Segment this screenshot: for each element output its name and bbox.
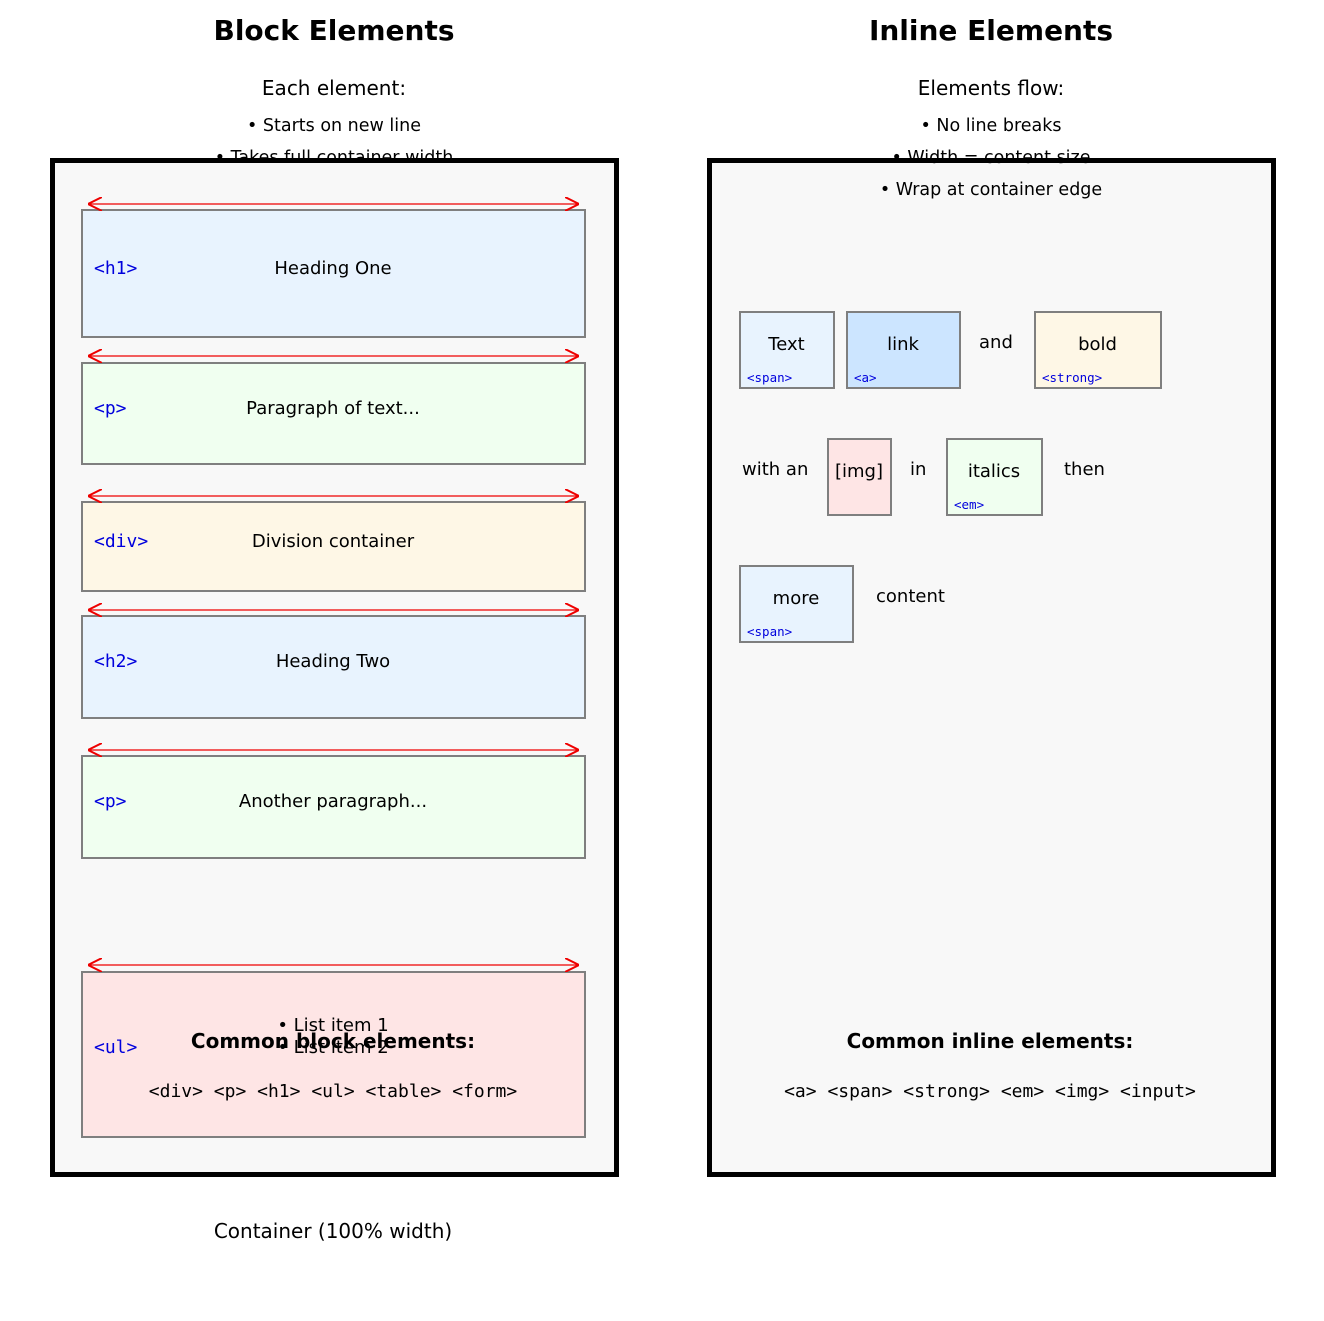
block-panel-title: Block Elements: [213, 14, 455, 47]
inline-plain-text: content: [876, 586, 945, 607]
inline-link: link <a>: [846, 311, 961, 389]
inline-span-text: Text <span>: [739, 311, 835, 389]
inline-span-more: more <span>: [739, 565, 854, 643]
block-bullet-1: • Starts on new line: [247, 116, 421, 136]
inline-plain-text: in: [910, 459, 927, 480]
block-text: Heading One: [274, 258, 392, 279]
inline-bullet-1: • No line breaks: [920, 116, 1062, 136]
block-div: <div> Division container: [81, 501, 586, 592]
block-p-2: <p> Another paragraph...: [81, 755, 586, 859]
inline-tag: <span>: [747, 370, 793, 385]
inline-text: [img]: [834, 461, 883, 482]
block-h1: <h1> Heading One: [81, 209, 586, 338]
inline-bullet-3: • Wrap at container edge: [879, 180, 1103, 200]
inline-bullet-2: • Width = content size: [891, 148, 1091, 168]
common-inline-heading: Common inline elements:: [846, 1029, 1134, 1053]
block-tag: <h1>: [94, 258, 138, 279]
inline-text: link: [887, 334, 919, 355]
inline-tag: <em>: [954, 497, 985, 512]
block-h2: <h2> Heading Two: [81, 615, 586, 719]
block-tag: <h2>: [94, 651, 138, 672]
container-caption: Container (100% width): [213, 1219, 453, 1243]
inline-em: italics <em>: [946, 438, 1043, 516]
block-tag: <p>: [94, 791, 127, 812]
block-p: <p> Paragraph of text...: [81, 362, 586, 465]
list-item: • List item 1: [277, 1015, 389, 1036]
list-item: • List item 2: [277, 1037, 389, 1058]
inline-text: bold: [1078, 334, 1117, 355]
inline-strong: bold <strong>: [1034, 311, 1162, 389]
inline-panel-title: Inline Elements: [868, 14, 1114, 47]
inline-plain-text: with an: [742, 459, 809, 480]
inline-tag: <a>: [854, 370, 877, 385]
block-tag: <div>: [94, 531, 149, 552]
inline-text: more: [772, 588, 820, 609]
inline-text: italics: [967, 461, 1021, 482]
inline-panel-subtitle: Elements flow:: [917, 76, 1065, 100]
block-tag: <ul>: [94, 1037, 138, 1058]
inline-text: Text: [768, 334, 805, 355]
block-tag: <p>: [94, 398, 127, 419]
inline-img: [img]: [827, 438, 892, 516]
block-text: Division container: [251, 531, 415, 552]
inline-tag: <strong>: [1042, 370, 1103, 385]
common-block-list: <div> <p> <h1> <ul> <table> <form>: [148, 1081, 518, 1102]
block-panel-subtitle: Each element:: [261, 76, 407, 100]
block-text: Another paragraph...: [238, 791, 428, 812]
block-text: Heading Two: [275, 651, 391, 672]
inline-plain-text: and: [979, 332, 1013, 353]
common-inline-list: <a> <span> <strong> <em> <img> <input>: [784, 1081, 1196, 1102]
inline-tag: <span>: [747, 624, 793, 639]
common-block-heading: Common block elements:: [190, 1029, 476, 1053]
inline-plain-text: then: [1064, 459, 1105, 480]
block-ul: <ul> • List item 1 • List item 2: [81, 971, 586, 1138]
block-text: Paragraph of text...: [246, 398, 420, 419]
